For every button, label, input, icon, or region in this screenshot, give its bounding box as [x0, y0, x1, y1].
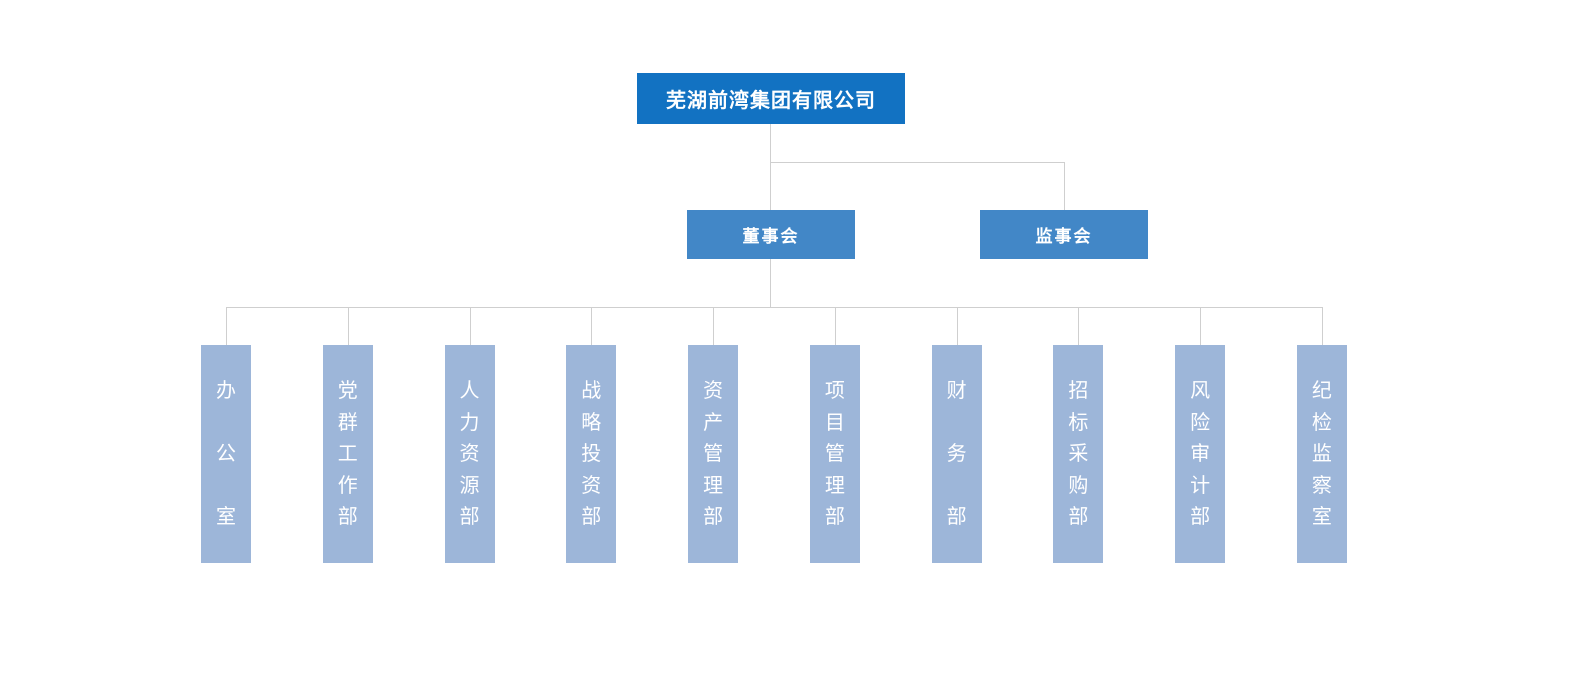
- department-label: 人力资源部: [459, 380, 480, 528]
- department-label: 党群工作部: [337, 380, 358, 528]
- connector-board-vertical: [770, 259, 771, 307]
- department-label: 项目管理部: [824, 380, 845, 528]
- supervisory-board-node: 监事会: [980, 210, 1148, 259]
- department-label: 办公室: [216, 380, 236, 528]
- board-of-directors-node: 董事会: [687, 210, 855, 259]
- connector-stub: [956, 307, 958, 345]
- department-label: 财务部: [946, 380, 967, 528]
- org-root-node: 芜湖前湾集团有限公司: [637, 73, 905, 124]
- department-label: 风险审计部: [1190, 380, 1211, 528]
- department-node: 办公室: [201, 307, 251, 563]
- connector-stub: [347, 307, 349, 345]
- department-node: 财务部: [931, 307, 982, 563]
- department-node: 纪检监察室: [1296, 307, 1347, 563]
- connector-stub: [713, 307, 715, 345]
- department-node: 资产管理部: [688, 307, 739, 563]
- department-label: 纪检监察室: [1311, 380, 1332, 528]
- connector-stub: [469, 307, 471, 345]
- connector-stub: [226, 307, 227, 345]
- connector-supervisory-vertical: [1064, 162, 1065, 210]
- department-node: 风险审计部: [1175, 307, 1226, 563]
- department-node: 党群工作部: [322, 307, 373, 563]
- connector-root-horizontal: [770, 162, 1065, 163]
- department-label: 招标采购部: [1068, 380, 1089, 528]
- department-label: 资产管理部: [703, 380, 724, 528]
- connector-stub: [1321, 307, 1323, 345]
- department-node: 战略投资部: [566, 307, 617, 563]
- connector-stub: [834, 307, 836, 345]
- department-node: 招标采购部: [1053, 307, 1104, 563]
- department-node: 人力资源部: [444, 307, 495, 563]
- connector-root-vertical: [770, 124, 771, 210]
- department-row: 办公室 党群工作部 人力资源部 战略投资部 资产管理部 项目管理部 财务部 招标…: [201, 307, 1347, 563]
- department-label: 战略投资部: [581, 380, 602, 528]
- connector-stub: [1078, 307, 1080, 345]
- department-node: 项目管理部: [809, 307, 860, 563]
- connector-departments-horizontal: [226, 307, 1322, 308]
- connector-stub: [591, 307, 593, 345]
- connector-stub: [1200, 307, 1202, 345]
